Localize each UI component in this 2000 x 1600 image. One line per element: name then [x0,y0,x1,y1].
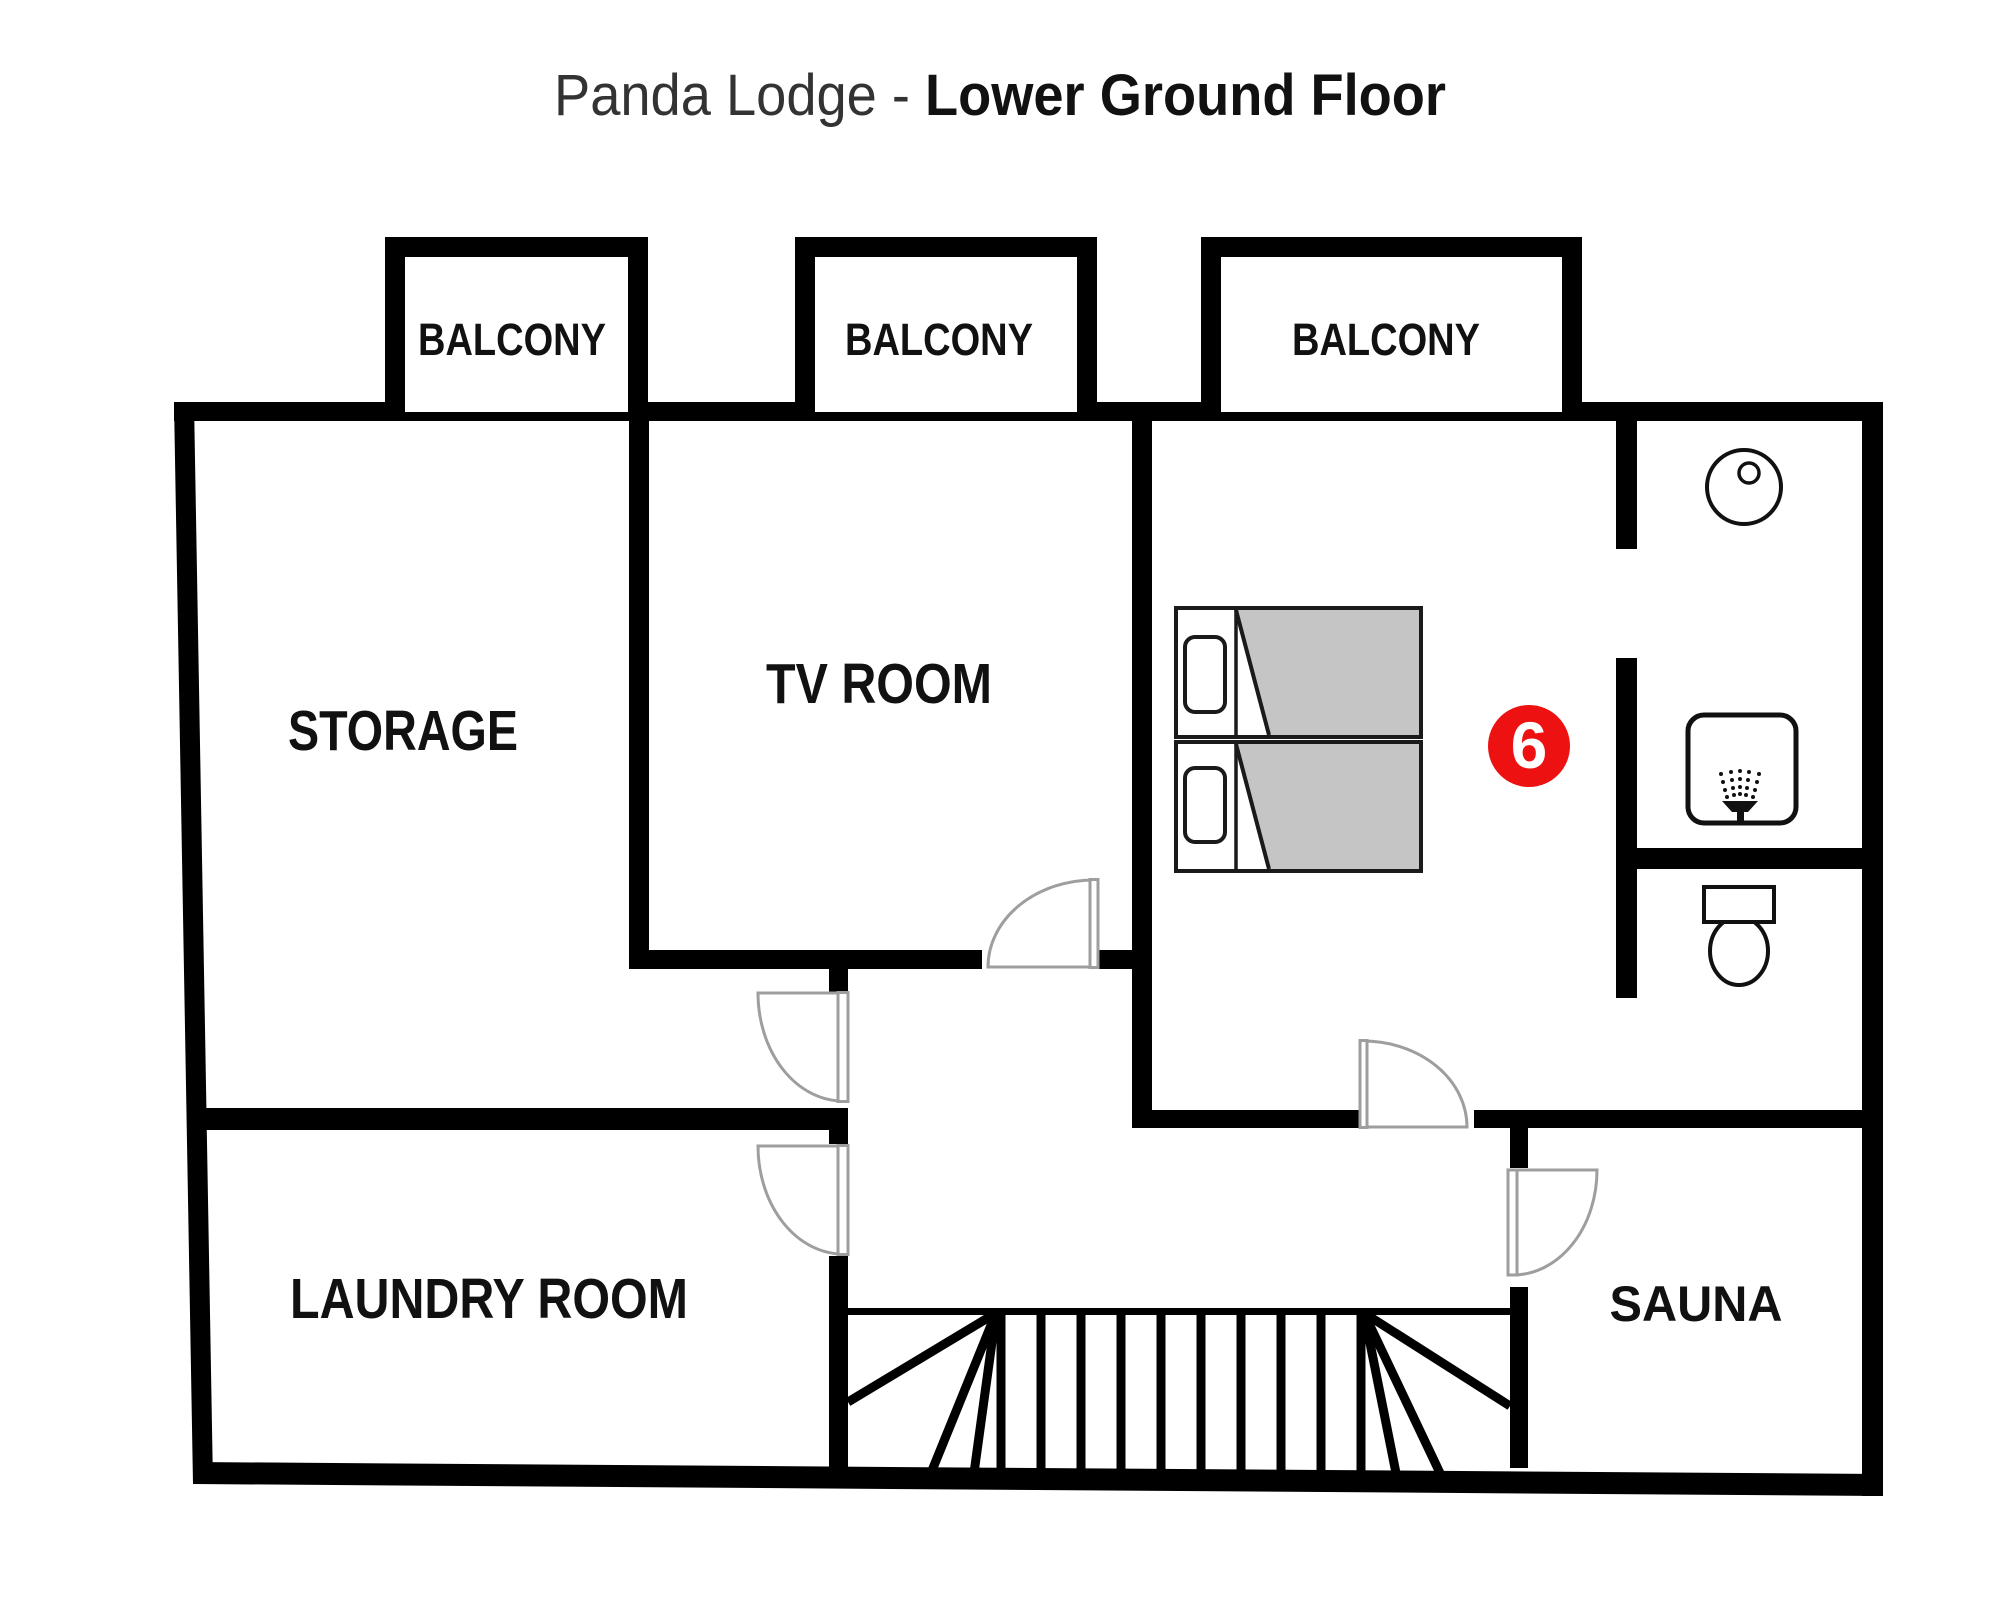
svg-text:LAUNDRY ROOM: LAUNDRY ROOM [290,1267,688,1331]
svg-text:BALCONY: BALCONY [845,314,1033,365]
svg-text:BALCONY: BALCONY [418,314,606,365]
svg-text:SAUNA: SAUNA [1610,1276,1783,1332]
svg-text:Panda Lodge -: Panda Lodge - [554,63,910,128]
svg-text:6: 6 [1511,708,1548,782]
svg-text:BALCONY: BALCONY [1292,314,1480,365]
svg-text:Lower Ground Floor: Lower Ground Floor [925,63,1446,128]
svg-text:STORAGE: STORAGE [288,699,518,763]
svg-text:TV ROOM: TV ROOM [766,652,992,716]
